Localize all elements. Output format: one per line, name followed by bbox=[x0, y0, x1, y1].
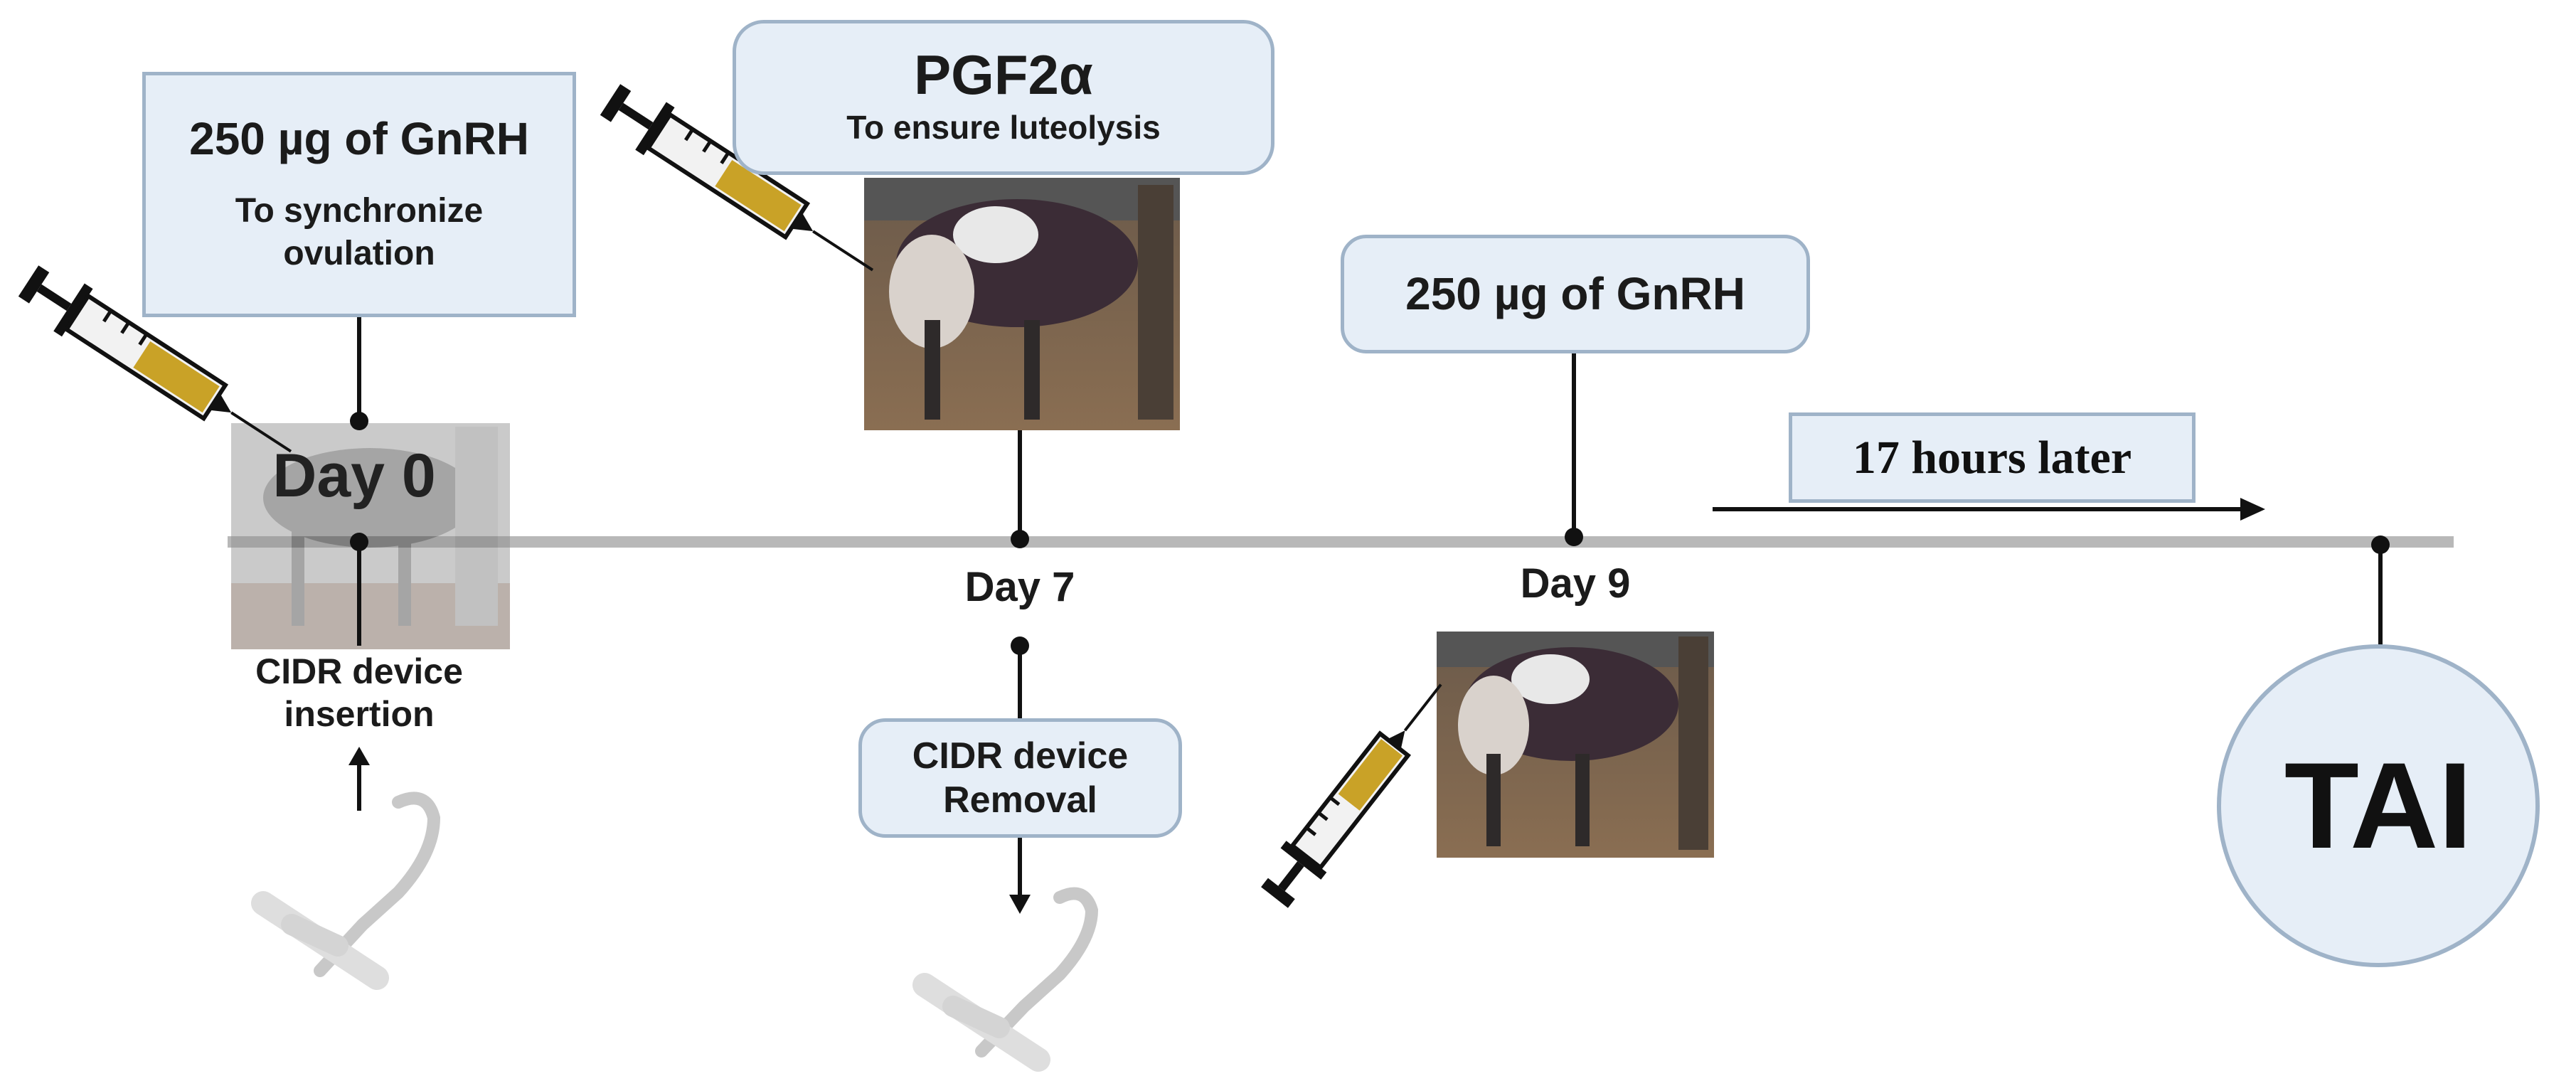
removal-arrow-head bbox=[1009, 895, 1031, 914]
gnrh-box-day9: 250 µg of GnRH bbox=[1341, 235, 1810, 353]
syringe-icon bbox=[18, 265, 292, 453]
pgf-title: PGF2α bbox=[914, 43, 1093, 107]
cidr-device-icon bbox=[912, 887, 1099, 1072]
interval-box: 17 hours later bbox=[1789, 412, 2196, 503]
cow-photo-day0 bbox=[231, 423, 510, 649]
pgf-purpose: To ensure luteolysis bbox=[846, 109, 1161, 147]
timeline-node-day9 bbox=[1565, 528, 1583, 546]
day-label-day7: Day 7 bbox=[964, 564, 1075, 610]
gnrh-box-day0: 250 µg of GnRH To synchronize ovulation bbox=[142, 72, 576, 317]
timeline-node-day7 bbox=[1011, 530, 1029, 548]
connector-dot bbox=[350, 412, 368, 430]
day-label-day9: Day 9 bbox=[1520, 560, 1631, 607]
gnrh-title: 250 µg of GnRH bbox=[1405, 268, 1745, 320]
cidr-device-icon bbox=[251, 792, 441, 990]
cow-photo-day7 bbox=[864, 178, 1180, 430]
cow-photo-day9 bbox=[1437, 632, 1714, 858]
syringe-icon bbox=[1261, 683, 1442, 908]
day-label-day0: Day 0 bbox=[272, 442, 436, 510]
cidr-insertion-label: CIDR device insertion bbox=[255, 651, 463, 734]
tai-circle: TAI bbox=[2217, 644, 2540, 967]
cidr-removal-label: CIDR device Removal bbox=[912, 735, 1129, 821]
pgf-box: PGF2α To ensure luteolysis bbox=[733, 20, 1274, 175]
interval-arrow-head bbox=[2240, 498, 2265, 521]
gnrh-title: 250 µg of GnRH bbox=[189, 113, 529, 165]
syringe-icon bbox=[600, 84, 874, 272]
cidr-removal-box: CIDR device Removal bbox=[858, 718, 1182, 838]
gnrh-purpose: To synchronize ovulation bbox=[235, 191, 484, 272]
insertion-arrow-head bbox=[348, 747, 370, 765]
